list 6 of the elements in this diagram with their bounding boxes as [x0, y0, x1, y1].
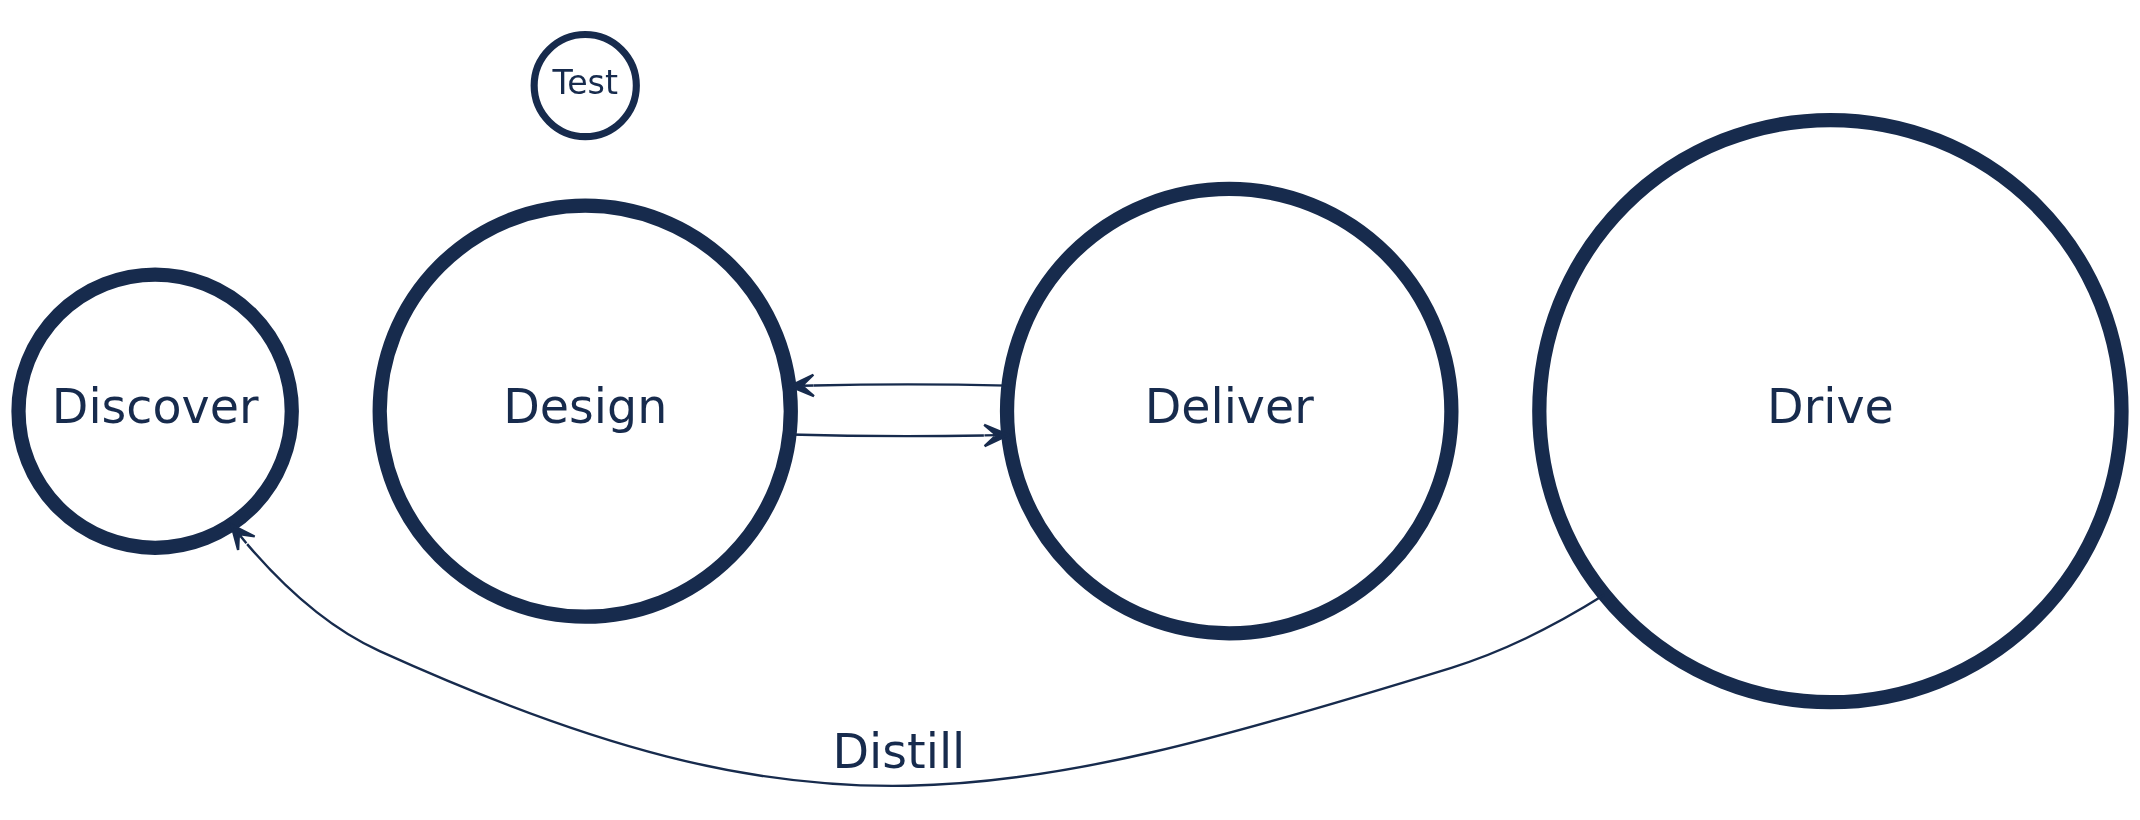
node-circle: Deliver — [999, 181, 1459, 640]
node-circle: Design — [372, 197, 798, 624]
node-circle: Discover — [11, 266, 299, 555]
edge-label: Distill — [832, 723, 966, 779]
node-circle: Drive — [1532, 112, 2129, 709]
node-circle: Test — [530, 30, 640, 140]
